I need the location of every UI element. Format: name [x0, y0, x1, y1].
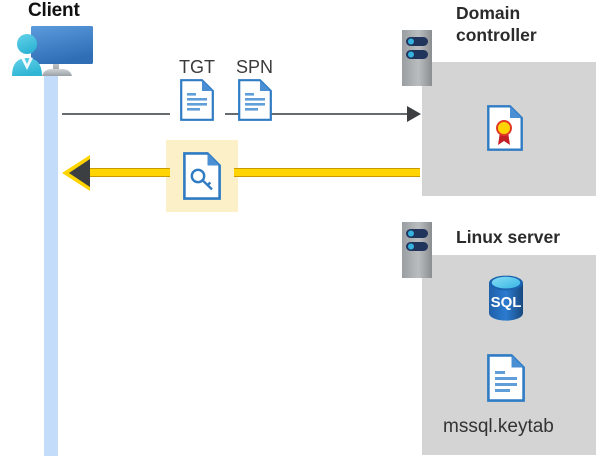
spn-label: SPN: [236, 57, 274, 77]
domain-controller-rack-icon: [402, 30, 432, 86]
keytab-filename-label: mssql.keytab: [443, 416, 554, 437]
key-document-icon: [183, 152, 221, 200]
client-workstation-icon: [8, 22, 104, 86]
tgt-document-icon: [180, 79, 214, 121]
spn-document-icon: [238, 79, 272, 121]
linux-server-title: Linux server: [456, 227, 561, 247]
response-arrowhead-icon: [69, 159, 90, 187]
linux-server-rack-icon: [402, 222, 432, 278]
domain-controller-title-line1: Domain: [456, 3, 521, 23]
certificate-document-icon: [487, 105, 523, 151]
request-arrowhead-icon: [407, 106, 421, 122]
tgt-label: TGT: [179, 57, 215, 77]
client-lifeline: [44, 72, 58, 456]
keytab-document-icon: [487, 354, 525, 402]
request-line-segment-right: [225, 113, 415, 115]
client-title: Client: [28, 0, 80, 21]
response-line-segment-right: [234, 168, 420, 177]
response-line-segment-left: [80, 168, 170, 177]
request-line-segment-left: [62, 113, 170, 115]
sql-label: SQL: [491, 294, 522, 311]
sql-database-icon: SQL: [484, 274, 528, 322]
domain-controller-title-line2: controller: [456, 25, 537, 45]
domain-controller-title: Domain controller: [456, 2, 586, 46]
